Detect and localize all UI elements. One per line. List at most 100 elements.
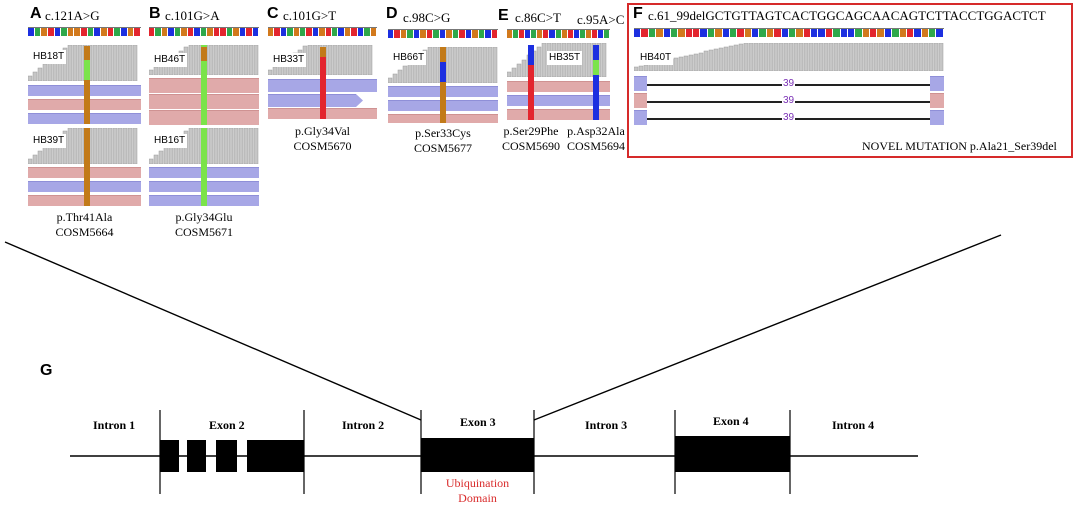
base-T [187, 28, 194, 36]
read-left [634, 110, 647, 125]
base-A [452, 30, 459, 38]
base-T [134, 28, 140, 36]
protein-change: p.Ser29Phe [503, 124, 559, 138]
highlight-box [627, 3, 1073, 158]
base-T [213, 28, 220, 36]
variant-mark [440, 47, 446, 123]
base-T [426, 30, 433, 38]
base-C [338, 28, 344, 36]
sample-label: HB46T [152, 53, 188, 67]
base-C [818, 29, 825, 37]
ubiquination-domain-label: Ubiquination Domain [421, 476, 534, 506]
base-A [287, 28, 293, 36]
base-G [766, 29, 774, 37]
base-T [81, 28, 87, 36]
exon2-block [160, 440, 179, 472]
protein-change: p.Gly34Val [295, 124, 350, 138]
base-C [312, 28, 319, 36]
base-A [648, 29, 656, 37]
base-C [54, 28, 61, 36]
base-G [207, 28, 213, 36]
base-A [513, 30, 519, 38]
coverage-track [633, 42, 944, 72]
panel-label: B [149, 5, 161, 22]
variant-mark [320, 47, 326, 119]
base-C [722, 29, 729, 37]
base-A [833, 29, 840, 37]
base-A [707, 29, 715, 37]
base-A [200, 28, 207, 36]
novel-mutation-note: NOVEL MUTATION p.Ala21_Ser39del [862, 139, 1057, 153]
base-C [525, 30, 531, 38]
base-A [407, 30, 413, 38]
base-T [591, 30, 597, 38]
reference-sequence [634, 28, 944, 37]
coverage-track [27, 44, 141, 82]
base-C [280, 28, 287, 36]
deletion-count: 39 [782, 112, 796, 124]
base-G [319, 28, 325, 36]
base-A [364, 28, 370, 36]
base-G [472, 30, 478, 38]
base-A [929, 29, 936, 37]
base-G [101, 28, 107, 36]
base-G [744, 29, 751, 37]
base-G [41, 28, 47, 36]
base-T [543, 30, 549, 38]
caption: p.Thr41Ala COSM5664 [28, 210, 141, 240]
base-C [663, 29, 670, 37]
variant-mark-alt [84, 60, 90, 80]
cosmic-id: COSM5664 [55, 225, 114, 239]
base-C [884, 29, 892, 37]
mutation-title: c.61_99delGCTGTTAGTCACTGGCAGCAACAGTCTTAC… [648, 8, 1046, 23]
mutation-title: c.98C>G [403, 10, 451, 25]
caption-1: p.Ser29Phe COSM5690 [499, 124, 563, 154]
base-C [573, 30, 579, 38]
mutation-title: c.101G>A [165, 8, 220, 23]
region-exon-4: Exon 4 [713, 414, 749, 428]
base-G [161, 28, 168, 36]
base-A [61, 28, 67, 36]
zoom-line-right [533, 234, 1002, 421]
panel-label: D [386, 5, 398, 22]
base-A [892, 29, 899, 37]
sample-label: HB18T [31, 50, 67, 64]
mutation-title: c.101G>T [283, 8, 337, 23]
base-C [28, 28, 34, 36]
base-A [226, 28, 233, 36]
base-C [120, 28, 127, 36]
base-T [825, 29, 833, 37]
base-T [870, 29, 877, 37]
base-G [537, 30, 543, 38]
base-A [788, 29, 796, 37]
base-C [465, 30, 472, 38]
mutation-title: c.86C>T [515, 10, 561, 25]
reference-sequence [507, 29, 610, 38]
base-G [446, 30, 452, 38]
base-T [641, 29, 648, 37]
region-exon-3: Exon 3 [460, 415, 496, 429]
reference-sequence [149, 27, 259, 36]
base-G [585, 30, 591, 38]
read-left [634, 93, 647, 108]
base-A [433, 30, 439, 38]
variant-mark-1 [528, 45, 534, 120]
base-G [877, 29, 884, 37]
base-A [87, 28, 94, 36]
base-A [114, 28, 120, 36]
variant-mark-alt [440, 62, 446, 82]
read [507, 95, 610, 106]
read [507, 109, 610, 120]
base-A [670, 29, 678, 37]
protein-change: p.Ser33Cys [415, 126, 471, 140]
base-C [700, 29, 707, 37]
region-intron-3: Intron 3 [585, 418, 628, 432]
zoom-line-left [4, 241, 422, 421]
base-G [400, 30, 407, 38]
base-C [485, 30, 491, 38]
cosmic-id: COSM5670 [293, 139, 352, 153]
read-arrow [356, 94, 363, 107]
base-A [174, 28, 181, 36]
reference-sequence [28, 27, 141, 36]
caption: p.Gly34Glu COSM5671 [149, 210, 259, 240]
